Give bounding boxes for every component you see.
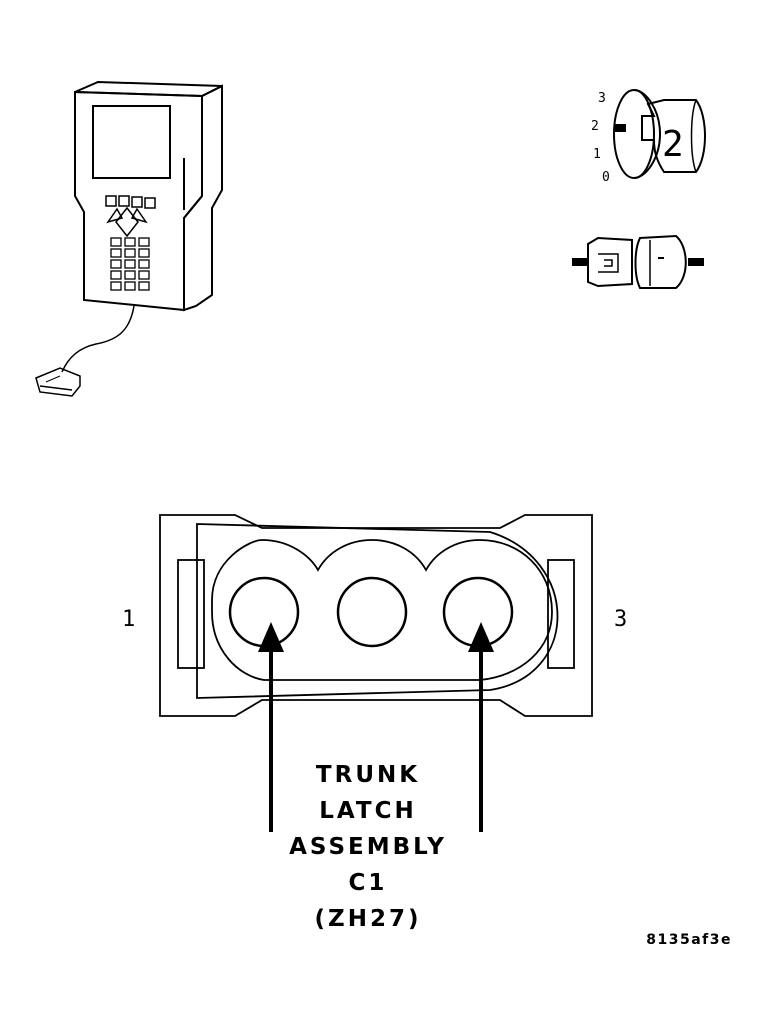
- ignition-position-label: 1: [593, 147, 601, 162]
- figure-id: 8135af3e: [646, 932, 732, 948]
- pin-arrow-right: [468, 622, 494, 832]
- connector-label-line: LATCH: [319, 798, 417, 824]
- scan-tool-icon: [35, 80, 223, 397]
- connector-label-line: ASSEMBLY: [289, 834, 447, 860]
- pin-label-left: 1: [122, 607, 135, 632]
- connector-label: TRUNK LATCH ASSEMBLY C1 (ZH27): [289, 762, 447, 932]
- trunk-latch-connector: [159, 514, 593, 717]
- pin-label-right: 3: [614, 607, 627, 632]
- ignition-switch-icon: 3 2 1 0 2: [591, 89, 706, 185]
- ignition-position-label: 0: [602, 170, 610, 185]
- ignition-position-label: 2: [591, 119, 599, 134]
- connector-pair-icon: [572, 234, 704, 289]
- connector-label-line: C1: [349, 870, 388, 896]
- pin-arrow-left: [258, 622, 284, 832]
- ignition-key-number: 2: [662, 124, 684, 165]
- connector-label-line: TRUNK: [316, 762, 420, 788]
- ignition-position-label: 3: [598, 91, 606, 106]
- pin-cavity-2: [336, 576, 408, 648]
- pin-cavity-1: [228, 576, 300, 648]
- connector-label-line: (ZH27): [315, 906, 422, 932]
